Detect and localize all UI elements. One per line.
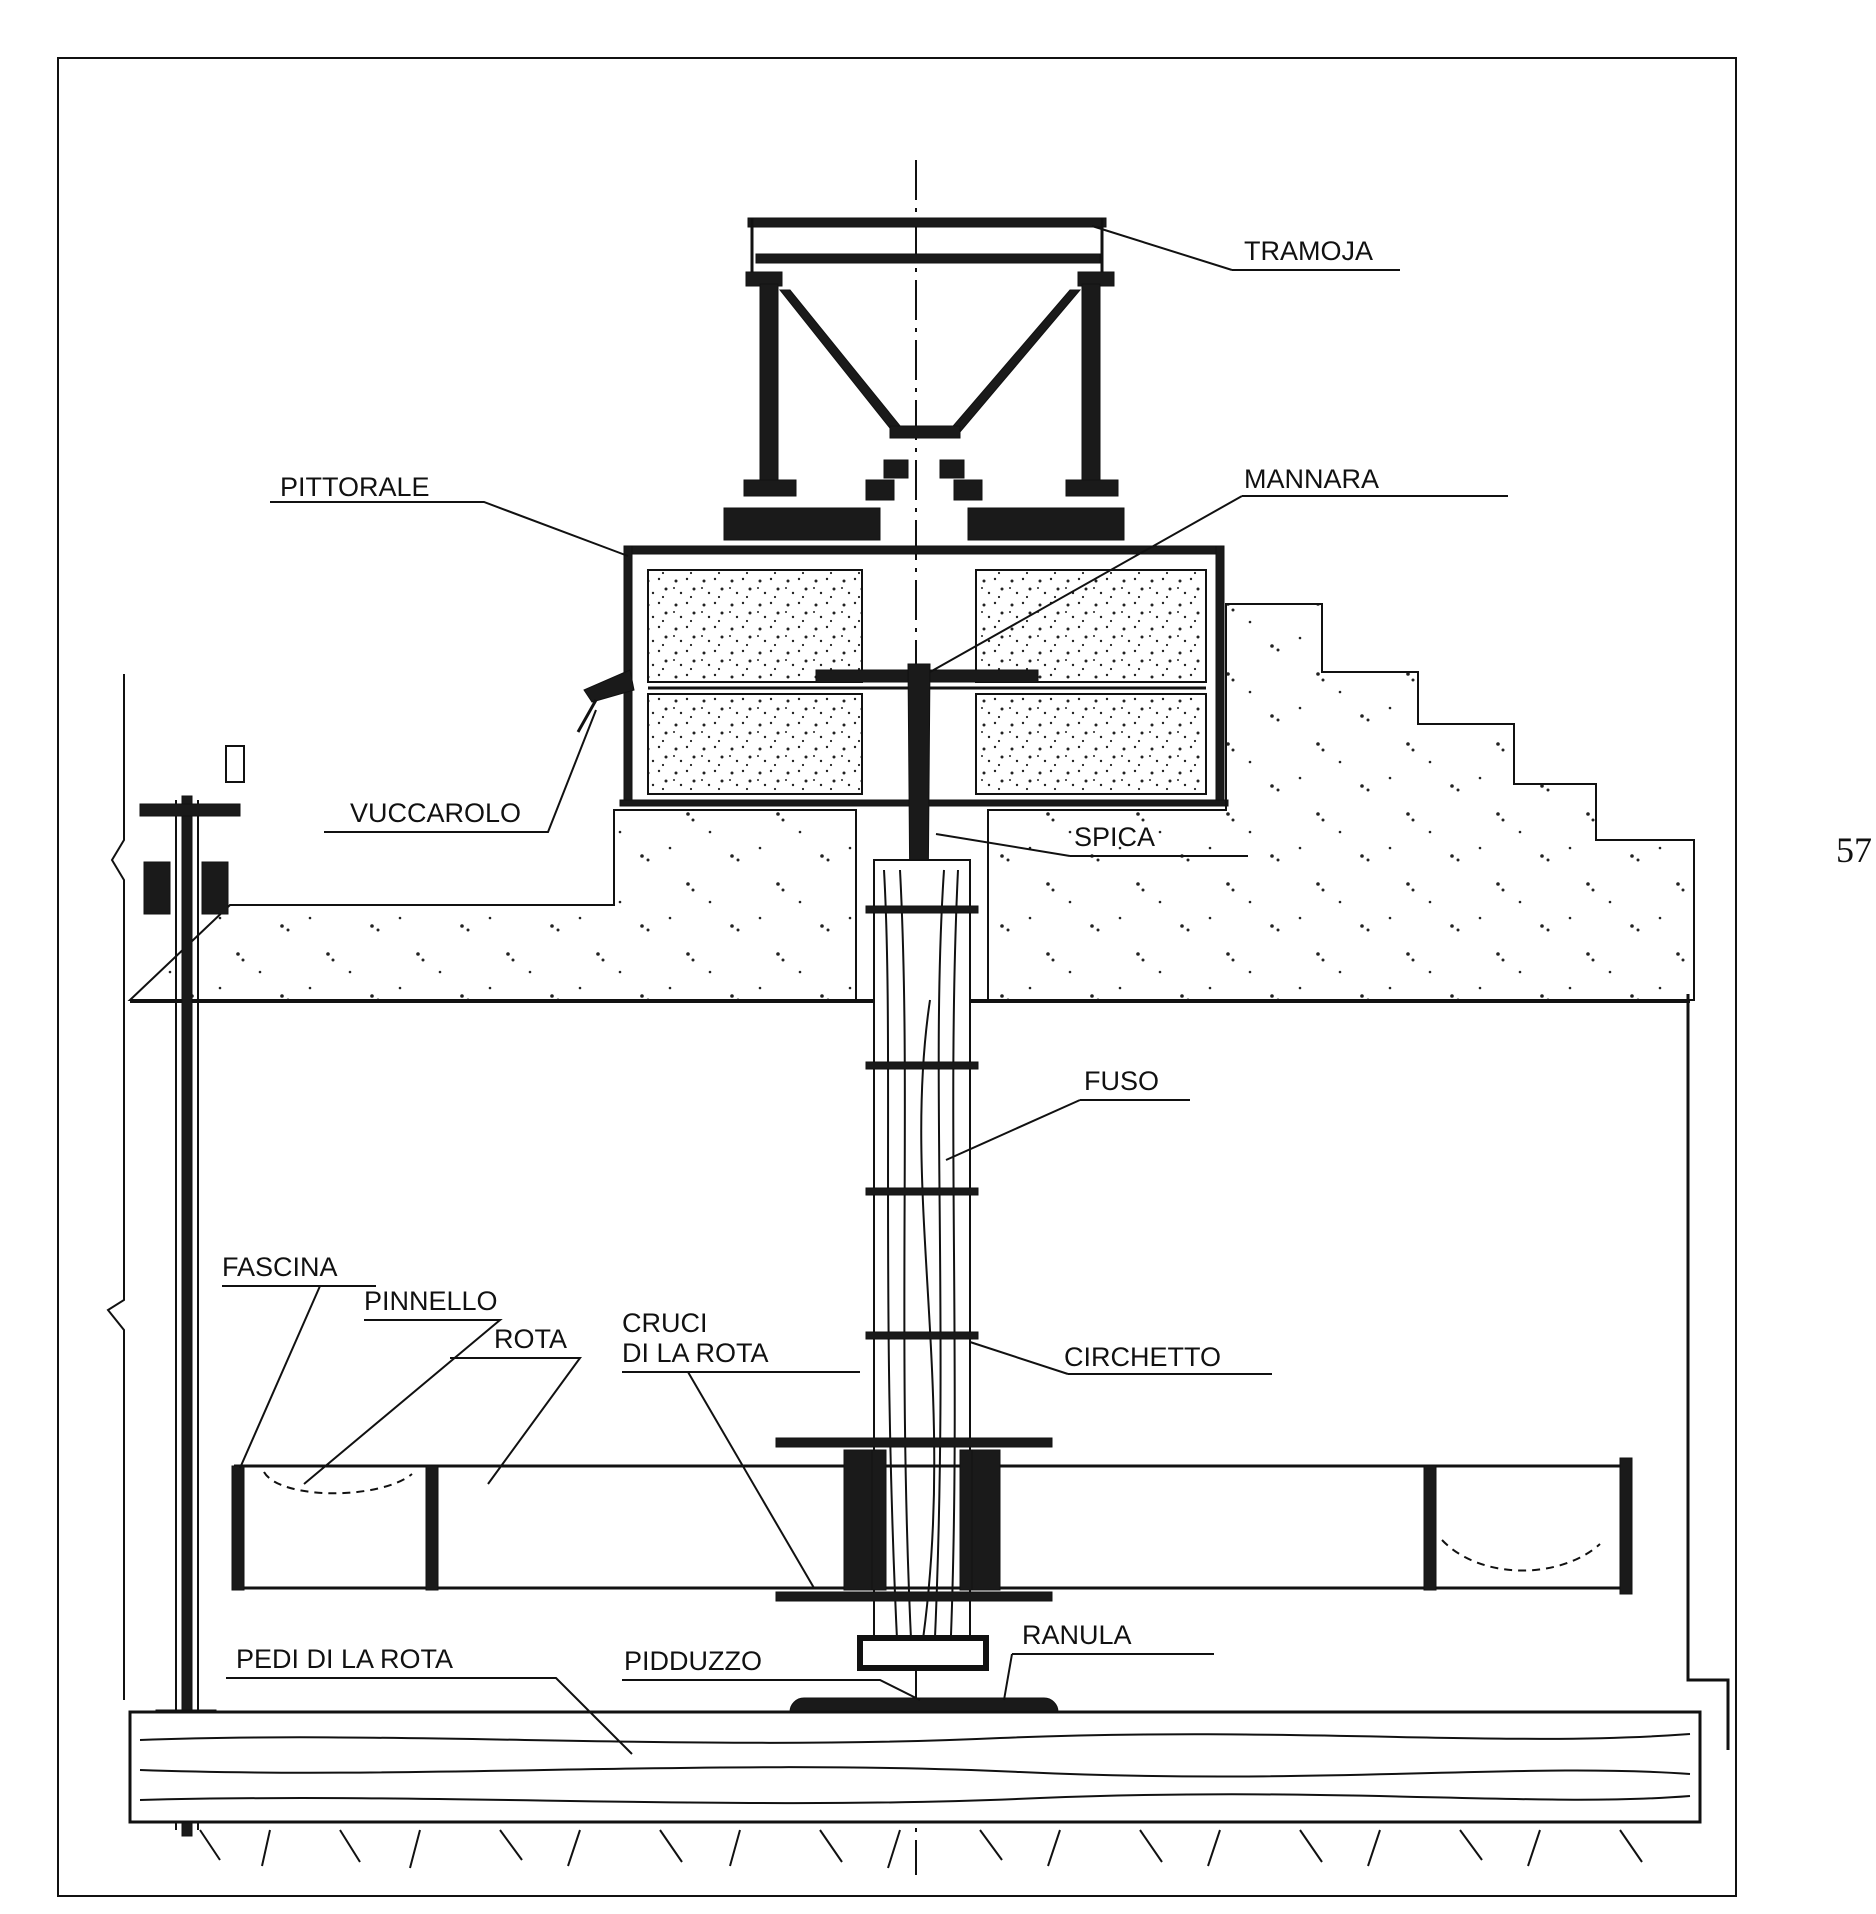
shaft [873, 859, 971, 1671]
label-pidduzzo: PIDDUZZO [624, 1646, 762, 1676]
page-number: 57 [1836, 830, 1872, 870]
label-rota: ROTA [494, 1324, 567, 1354]
spout [576, 669, 635, 733]
hopper-frame [723, 217, 1125, 541]
label-pittorale: PITTORALE [280, 472, 430, 502]
left-wall [106, 674, 125, 1700]
lower-millstone-left [647, 693, 863, 795]
label-tramoja: TRAMOJA [1244, 236, 1373, 266]
pidduzzo-block [857, 1635, 989, 1671]
outer-frame [57, 57, 1737, 1897]
water-wheel [231, 1457, 1633, 1595]
label-circhetto: CIRCHETTO [1064, 1342, 1221, 1372]
label-ranula: RANULA [1022, 1620, 1132, 1650]
upper-millstone-left [647, 569, 863, 683]
leader-lines [222, 225, 1508, 1755]
label-cruci-line1: CRUCI [622, 1308, 708, 1338]
lower-millstone-right [975, 693, 1207, 795]
label-fascina: FASCINA [222, 1252, 338, 1282]
right-wall [1686, 994, 1730, 1750]
sole-timber [128, 1710, 1702, 1824]
ground-hatching [199, 1829, 1643, 1869]
label-pedi-di-la-rota: PEDI DI LA ROTA [236, 1644, 453, 1674]
wheel-hub [775, 1437, 1053, 1602]
shaft-hoops [865, 905, 979, 1340]
masonry-floor [127, 603, 1695, 1001]
label-cruci-line2: DI LA ROTA [622, 1338, 769, 1368]
label-mannara: MANNARA [1244, 464, 1379, 494]
label-vuccarolo: VUCCAROLO [350, 798, 521, 828]
lifting-rod [139, 745, 245, 1837]
label-fuso: FUSO [1084, 1066, 1159, 1096]
label-spica: SPICA [1074, 822, 1155, 852]
upper-millstone-right [975, 569, 1207, 683]
label-pinnello: PINNELLO [364, 1286, 498, 1316]
